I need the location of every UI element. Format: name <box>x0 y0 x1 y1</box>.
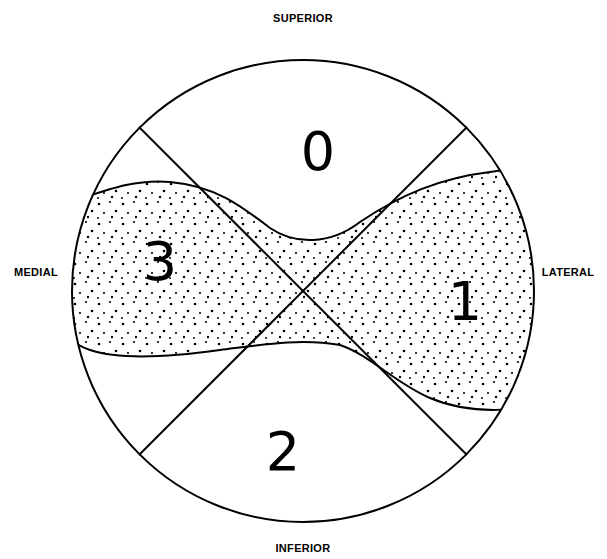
region-number: 1 <box>448 275 482 329</box>
region-number: 2 <box>266 425 300 479</box>
direction-label: SUPERIOR <box>273 13 333 24</box>
region-number: 3 <box>143 235 177 289</box>
direction-label: INFERIOR <box>276 543 331 554</box>
direction-label: MEDIAL <box>14 267 58 278</box>
outline-circle <box>72 60 534 522</box>
direction-label: LATERAL <box>542 267 595 278</box>
region-number: 0 <box>301 125 335 179</box>
